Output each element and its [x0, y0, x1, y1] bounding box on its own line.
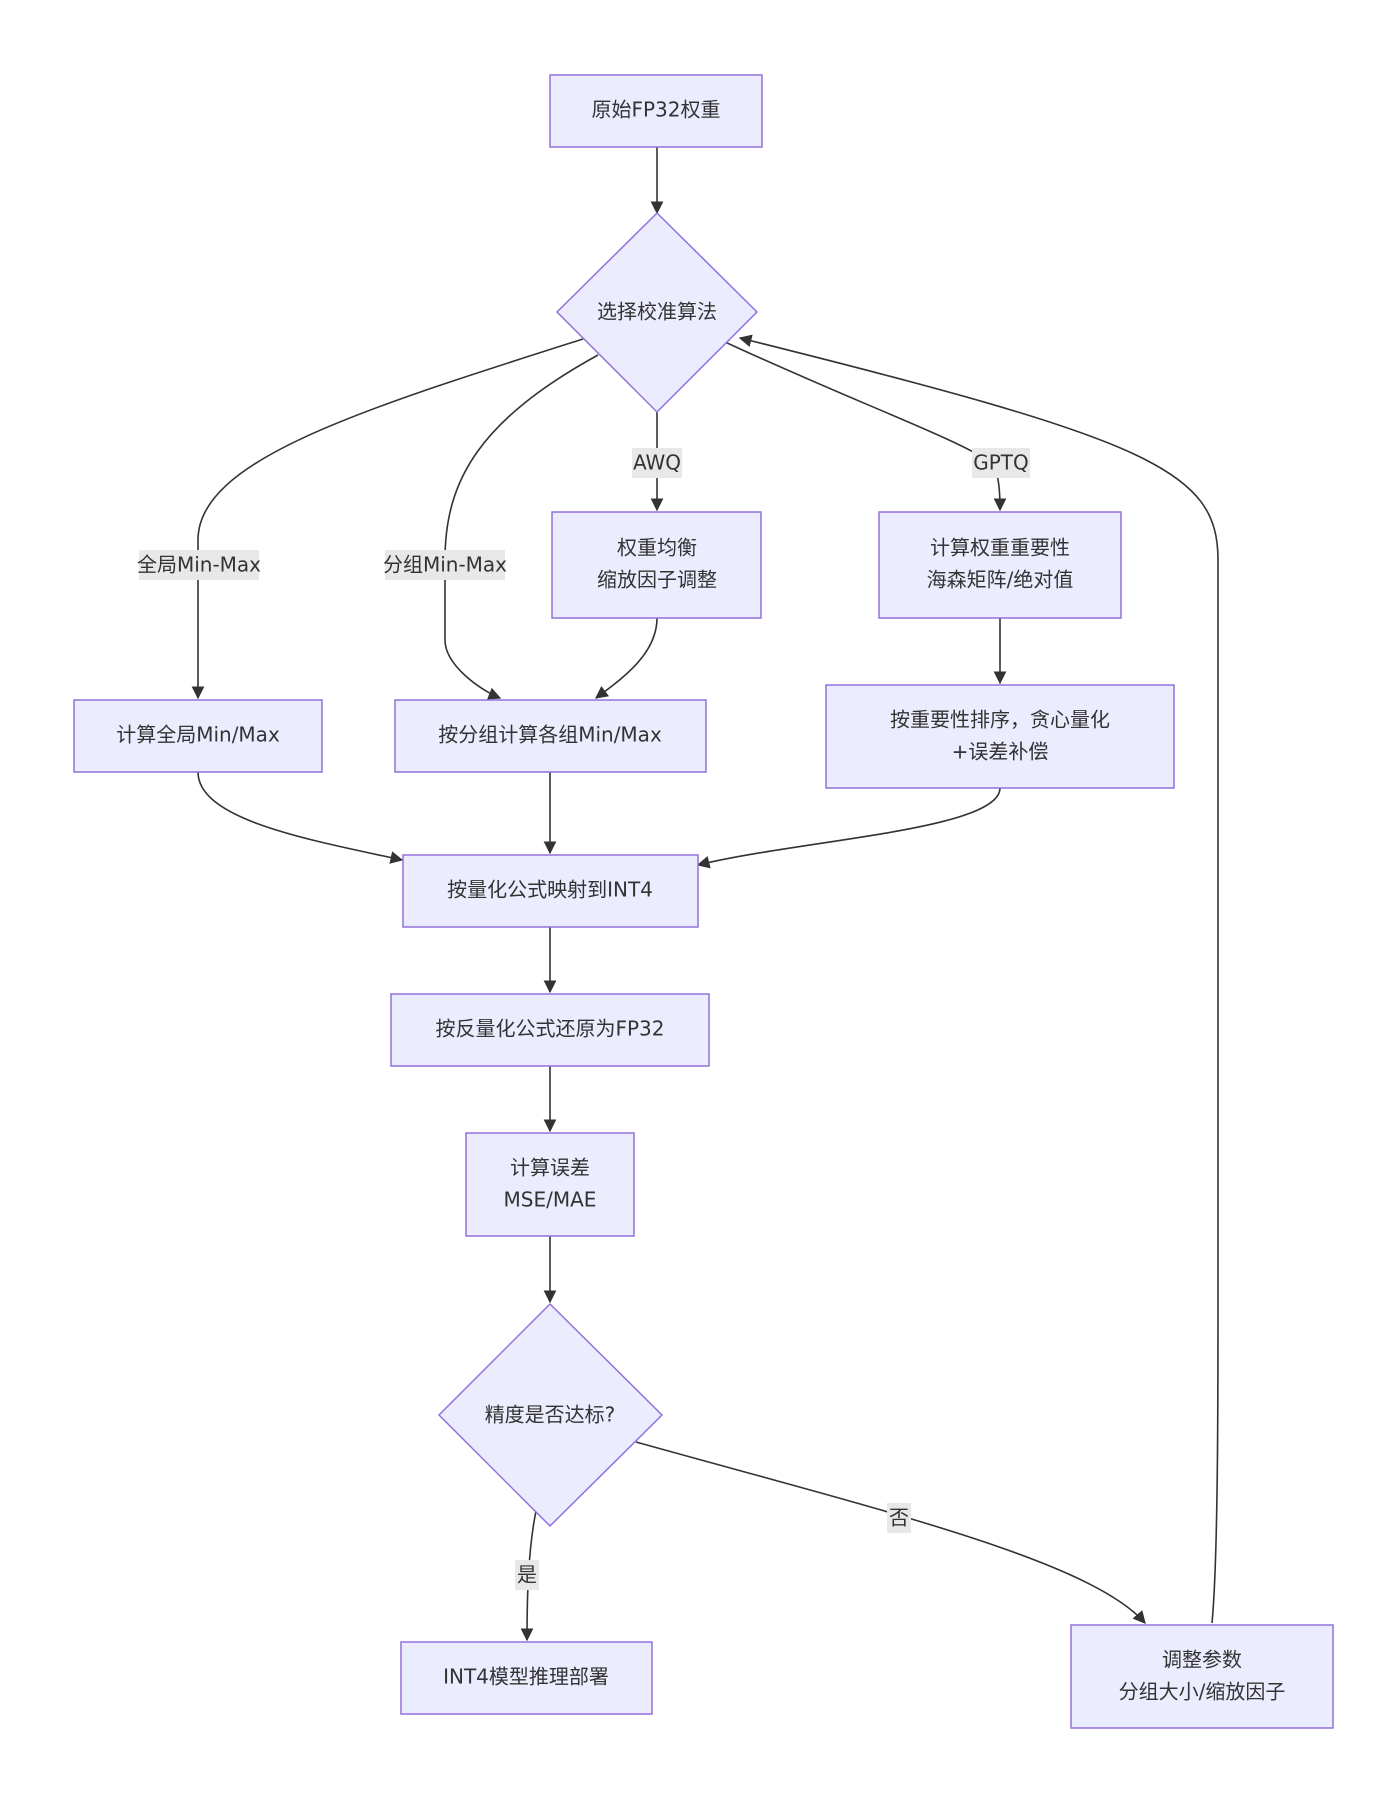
svg-text:按量化公式映射到INT4: 按量化公式映射到INT4	[447, 878, 653, 902]
edge-choose-to-gptq	[724, 341, 1007, 512]
edge-label-no: 否	[887, 1503, 911, 1533]
svg-text:INT4模型推理部署: INT4模型推理部署	[443, 1665, 609, 1689]
edge-label-awq: AWQ	[632, 448, 682, 478]
edge-global-to-quantize	[197, 771, 404, 864]
svg-text:海森矩阵/绝对值: 海森矩阵/绝对值	[927, 568, 1074, 592]
svg-text:计算权重重要性: 计算权重重要性	[930, 536, 1070, 560]
svg-text:是: 是	[517, 1563, 537, 1587]
edge-check-to-adjust	[635, 1441, 1146, 1624]
svg-text:GPTQ: GPTQ	[973, 451, 1029, 475]
svg-text:调整参数: 调整参数	[1162, 1648, 1242, 1672]
node-compute-error: 计算误差 MSE/MAE	[465, 1132, 635, 1237]
node-precision-check: 精度是否达标?	[437, 1302, 664, 1528]
edge-label-group: 分组Min-Max	[383, 550, 507, 580]
svg-text:选择校准算法: 选择校准算法	[597, 300, 717, 324]
node-dequantize-fp32: 按反量化公式还原为FP32	[390, 993, 710, 1067]
svg-text:+误差补偿: +误差补偿	[952, 740, 1049, 764]
svg-text:按反量化公式还原为FP32: 按反量化公式还原为FP32	[435, 1017, 664, 1041]
node-choose-algorithm: 选择校准算法	[555, 211, 759, 414]
svg-text:按分组计算各组Min/Max: 按分组计算各组Min/Max	[438, 723, 662, 747]
svg-text:权重均衡: 权重均衡	[617, 536, 697, 560]
edge-label-global: 全局Min-Max	[137, 550, 261, 580]
node-deploy: INT4模型推理部署	[400, 1641, 653, 1715]
svg-text:全局Min-Max: 全局Min-Max	[137, 553, 261, 577]
edge-choose-to-group	[444, 354, 599, 700]
edge-greedy-to-quantize	[696, 787, 1001, 869]
svg-text:缩放因子调整: 缩放因子调整	[597, 568, 717, 592]
node-adjust-params: 调整参数 分组大小/缩放因子	[1070, 1624, 1334, 1729]
node-global-minmax: 计算全局Min/Max	[73, 699, 323, 773]
edge-adjust-to-choose	[738, 334, 1219, 1624]
svg-text:计算全局Min/Max: 计算全局Min/Max	[116, 723, 280, 747]
edges	[191, 147, 1219, 1642]
svg-text:精度是否达标?: 精度是否达标?	[485, 1403, 616, 1427]
svg-text:分组大小/缩放因子: 分组大小/缩放因子	[1119, 1680, 1286, 1704]
svg-text:计算误差: 计算误差	[510, 1156, 590, 1180]
node-group-minmax: 按分组计算各组Min/Max	[394, 699, 707, 773]
edge-choose-to-global	[191, 338, 584, 700]
svg-text:否: 否	[889, 1506, 909, 1530]
svg-text:AWQ: AWQ	[633, 451, 681, 475]
edge-label-yes: 是	[515, 1560, 539, 1590]
node-gptq-importance: 计算权重重要性 海森矩阵/绝对值	[878, 511, 1122, 619]
svg-text:原始FP32权重: 原始FP32权重	[591, 98, 720, 122]
node-awq-balance: 权重均衡 缩放因子调整	[551, 511, 762, 619]
node-gptq-greedy: 按重要性排序，贪心量化 +误差补偿	[825, 684, 1175, 789]
edge-awq-to-group	[594, 617, 658, 699]
svg-text:MSE/MAE: MSE/MAE	[504, 1188, 597, 1212]
node-start: 原始FP32权重	[549, 74, 763, 148]
svg-text:按重要性排序，贪心量化: 按重要性排序，贪心量化	[890, 708, 1110, 732]
edge-label-gptq: GPTQ	[972, 448, 1030, 478]
node-quantize-int4: 按量化公式映射到INT4	[402, 854, 699, 928]
svg-text:分组Min-Max: 分组Min-Max	[383, 553, 507, 577]
